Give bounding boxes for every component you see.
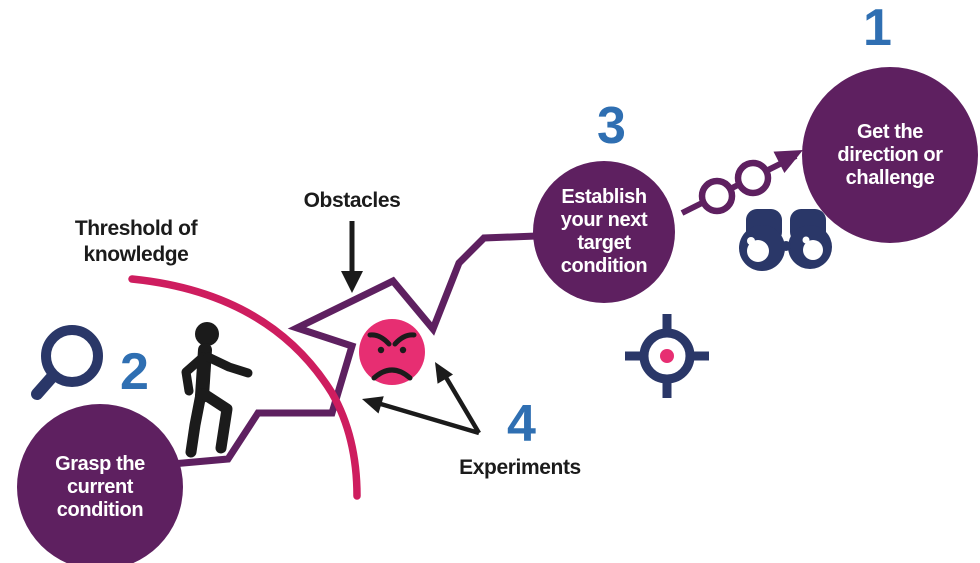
step1-label: Get the direction or challenge	[837, 120, 943, 189]
step3-number: 3	[597, 97, 626, 155]
step3-label: Establish your next target condition	[560, 186, 648, 277]
step2-label: Grasp the current condition	[55, 452, 145, 521]
obstacles-label: Obstacles	[303, 189, 401, 212]
experiments-arrows	[362, 362, 481, 436]
angry-face-icon	[359, 319, 425, 385]
step2-circle: Grasp the current condition	[17, 404, 183, 563]
kata-zigzag-path	[168, 231, 566, 468]
experiments-label: Experiments	[459, 456, 581, 479]
binoculars-icon	[739, 209, 832, 271]
magnifier-icon	[31, 325, 103, 400]
obstacles-arrow	[341, 221, 363, 293]
step2-number: 2	[120, 343, 149, 401]
step1-number: 1	[863, 0, 892, 57]
chain-link-arrow	[680, 150, 803, 216]
step4-number: 4	[507, 395, 536, 453]
target-icon	[625, 314, 709, 398]
threshold-curve	[128, 275, 361, 500]
walking-person-icon	[181, 322, 253, 458]
step1-circle: Get the direction or challenge	[802, 67, 978, 243]
threshold-of-knowledge-label: Threshold of knowledge	[74, 217, 198, 266]
step3-circle: Establish your next target condition	[533, 161, 675, 303]
